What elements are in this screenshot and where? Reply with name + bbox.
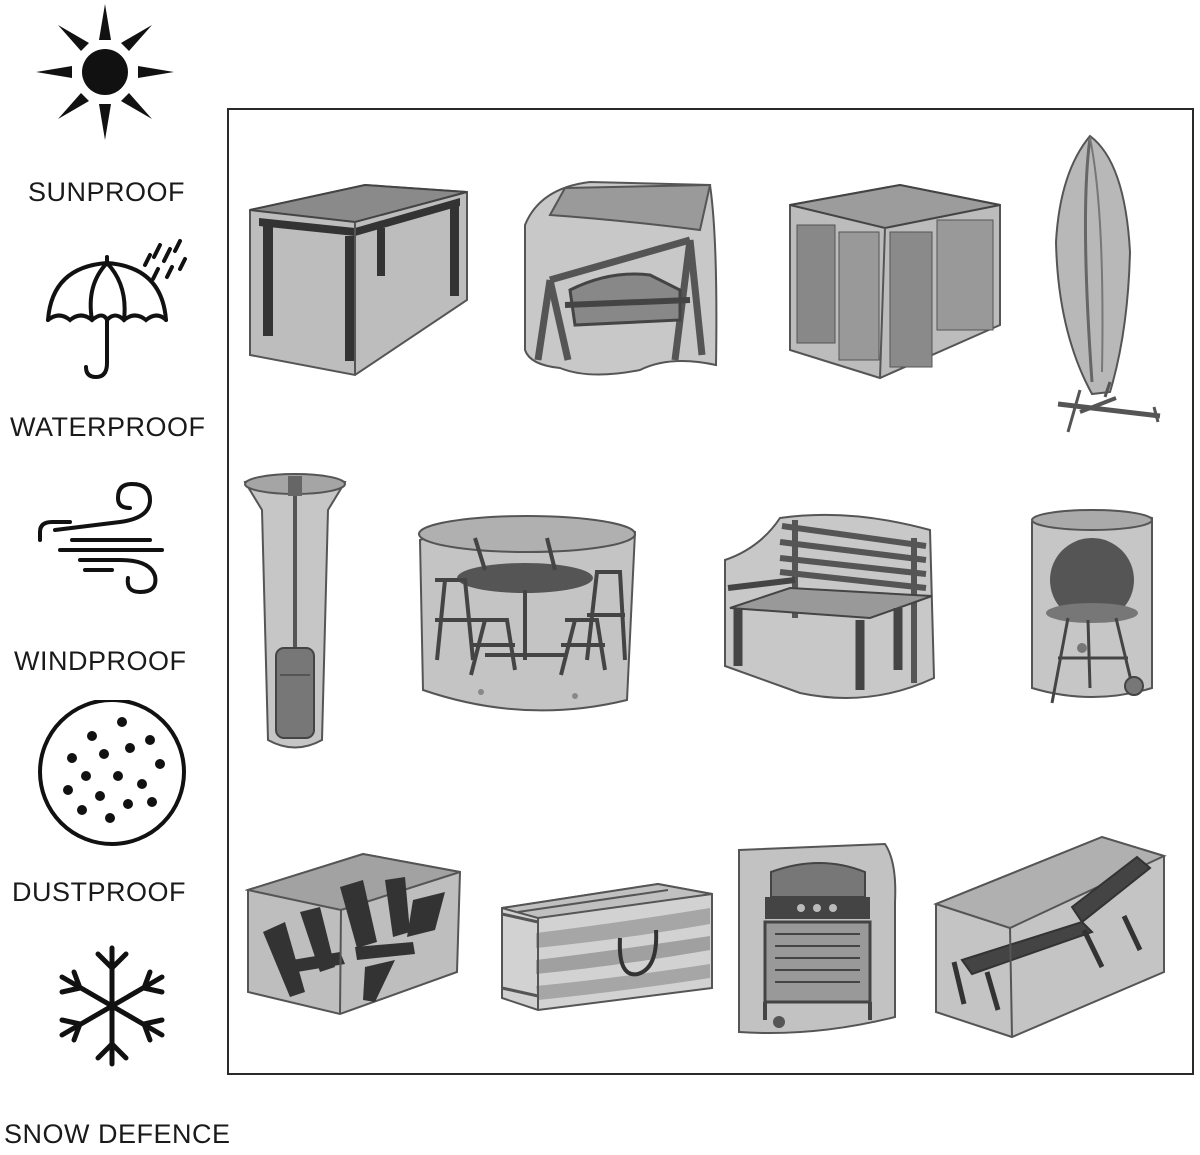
cushion-storage-bag-icon [501,882,713,1012]
feature-label: WINDPROOF [14,646,187,676]
snowflake-icon [59,945,165,1067]
product-gas-bbq-cover [735,842,897,1037]
feature-label: WATERPROOF [10,412,206,442]
umbrella-rain-icon [46,239,187,380]
garden-bench-cover-icon [724,513,936,699]
feature-label: SUNPROOF [28,177,186,207]
product-cushion-storage-bag [498,878,716,1013]
feature-label: SNOW DEFENCE [4,1119,231,1149]
product-cantilever-parasol-cover [1050,132,1162,437]
kettle-bbq-cover-icon [1031,509,1153,704]
product-rectangular-table-cover [245,180,470,380]
sun-lounger-cover-icon [933,835,1167,1039]
product-patio-heater-cover [240,470,350,755]
wind-icon [38,481,164,595]
product-garden-bench-cover [720,508,938,708]
round-table-set-cover-icon [418,515,637,712]
cantilever-parasol-cover-icon [1054,134,1161,433]
patio-heater-cover-icon [243,473,347,749]
dust-circle-icon [38,700,186,846]
sun-icon [36,4,174,140]
rectangular-table-cover-icon [249,183,468,377]
product-sun-lounger-cover [932,832,1167,1042]
product-round-table-set-cover [415,510,640,715]
gas-bbq-cover-icon [738,842,897,1034]
product-kettle-bbq-cover [1028,508,1156,708]
product-swing-seat-cover [520,180,720,380]
product-square-cube-cover [785,180,1003,380]
feature-label: DUSTPROOF [12,877,187,907]
square-cube-cover-icon [789,183,1001,380]
swing-seat-cover-icon [524,180,718,376]
product-stacked-chairs-cover [245,852,463,1017]
stacked-chairs-cover-icon [245,852,462,1016]
